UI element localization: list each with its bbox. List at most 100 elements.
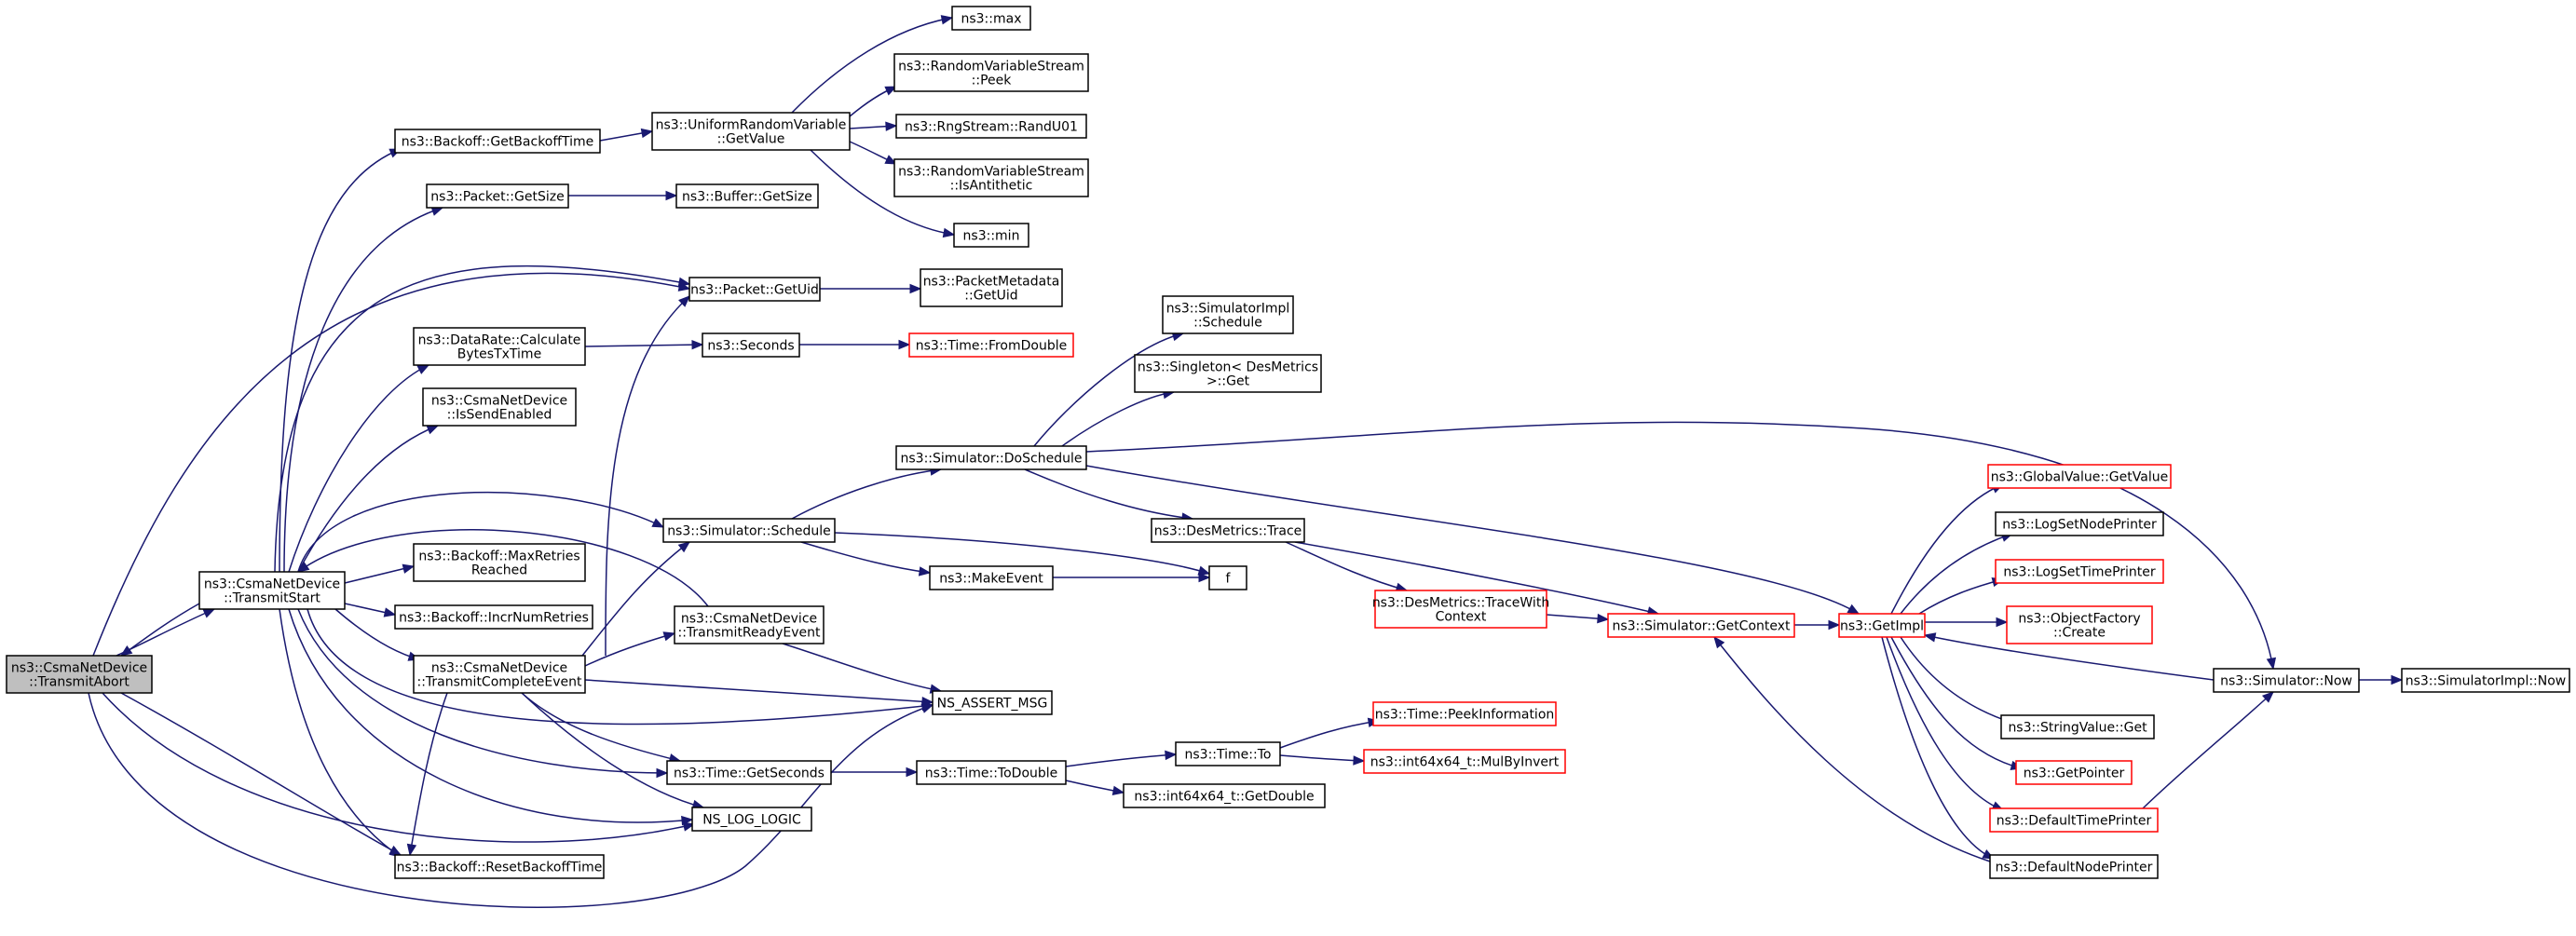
node-label: ns3::Time::PeekInformation bbox=[1375, 708, 1555, 723]
node-transmit-complete[interactable]: ns3::CsmaNetDevice::TransmitCompleteEven… bbox=[413, 655, 586, 694]
node-simimpl-now[interactable]: ns3::SimulatorImpl::Now bbox=[2401, 668, 2570, 693]
edge-transmit_abort-to-reset_backoff bbox=[120, 692, 402, 856]
node-get-pointer[interactable]: ns3::GetPointer bbox=[2015, 760, 2133, 785]
node-time-to-double[interactable]: ns3::Time::ToDouble bbox=[916, 760, 1067, 785]
node-label: ns3::Backoff::IncrNumRetries bbox=[399, 611, 589, 626]
node-make-event[interactable]: ns3::MakeEvent bbox=[929, 565, 1054, 590]
arrowhead bbox=[426, 425, 440, 435]
arrowhead bbox=[1111, 785, 1125, 796]
node-uniform-get-value[interactable]: ns3::UniformRandomVariable::GetValue bbox=[651, 112, 851, 151]
node-time-from-double[interactable]: ns3::Time::FromDouble bbox=[908, 332, 1074, 358]
node-label: ns3::LogSetTimePrinter bbox=[2003, 565, 2156, 580]
edge-line bbox=[92, 272, 690, 657]
node-is-send-enabled[interactable]: ns3::CsmaNetDevice::IsSendEnabled bbox=[422, 387, 577, 427]
node-simimpl-schedule[interactable]: ns3::SimulatorImpl::Schedule bbox=[1162, 295, 1294, 334]
node-f[interactable]: f bbox=[1208, 565, 1247, 590]
edge-transmit_complete-to-ns_assert_msg bbox=[584, 679, 934, 707]
node-label: ns3::int64x64_t::MulByInvert bbox=[1370, 755, 1560, 770]
node-box bbox=[1987, 464, 2172, 489]
node-time-get-seconds[interactable]: ns3::Time::GetSeconds bbox=[666, 760, 832, 785]
node-label: ns3::CsmaNetDevice bbox=[681, 612, 817, 627]
node-rand-u01[interactable]: ns3::RngStream::RandU01 bbox=[895, 114, 1087, 139]
node-ns3-seconds[interactable]: ns3::Seconds bbox=[702, 332, 800, 358]
node-label: ns3::min bbox=[963, 229, 1020, 244]
node-time-peek-info[interactable]: ns3::Time::PeekInformation bbox=[1372, 701, 1557, 726]
node-sim-get-context[interactable]: ns3::Simulator::GetContext bbox=[1607, 613, 1795, 638]
edge-get_impl-to-default_time_printer bbox=[1886, 636, 2005, 811]
edge-line bbox=[1881, 636, 1995, 860]
node-label: ns3::ObjectFactory bbox=[2018, 612, 2140, 627]
node-default-node-printer[interactable]: ns3::DefaultNodePrinter bbox=[1989, 854, 2159, 879]
node-box bbox=[674, 605, 825, 644]
node-int64-get-double[interactable]: ns3::int64x64_t::GetDouble bbox=[1123, 783, 1326, 808]
node-label: ns3::GetImpl bbox=[1840, 619, 1924, 634]
node-time-to[interactable]: ns3::Time::To bbox=[1175, 741, 1281, 766]
node-objectfactory-create[interactable]: ns3::ObjectFactory::Create bbox=[2006, 605, 2153, 644]
node-ns-assert-msg[interactable]: NS_ASSERT_MSG bbox=[932, 690, 1053, 715]
node-buffer-get-size[interactable]: ns3::Buffer::GetSize bbox=[675, 183, 819, 209]
edge-line bbox=[1024, 468, 1193, 520]
node-label: ns3::Backoff::MaxRetries bbox=[418, 549, 579, 564]
edge-transmit_ready-to-transmit_start bbox=[296, 529, 709, 607]
edge-line bbox=[288, 364, 429, 573]
node-sim-now[interactable]: ns3::Simulator::Now bbox=[2213, 668, 2360, 693]
node-incr-num-retries[interactable]: ns3::Backoff::IncrNumRetries bbox=[394, 604, 593, 630]
node-box bbox=[702, 332, 800, 358]
node-ns3-min[interactable]: ns3::min bbox=[953, 223, 1029, 248]
edge-line bbox=[1900, 636, 2013, 724]
node-sim-do-schedule[interactable]: ns3::Simulator::DoSchedule bbox=[895, 445, 1087, 470]
arrowhead bbox=[1353, 755, 1366, 766]
node-box bbox=[953, 223, 1029, 248]
node-globalvalue-get-value[interactable]: ns3::GlobalValue::GetValue bbox=[1987, 464, 2172, 489]
edge-line bbox=[1065, 753, 1177, 767]
node-transmit-ready[interactable]: ns3::CsmaNetDevice::TransmitReadyEvent bbox=[674, 605, 825, 644]
node-log-set-node-printer[interactable]: ns3::LogSetNodePrinter bbox=[1995, 511, 2164, 536]
node-stringvalue-get[interactable]: ns3::StringValue::Get bbox=[2000, 714, 2155, 739]
node-label: ns3::DefaultNodePrinter bbox=[1996, 861, 2153, 875]
node-box bbox=[1372, 701, 1557, 726]
node-packet-get-size[interactable]: ns3::Packet::GetSize bbox=[426, 183, 569, 209]
node-singleton-get[interactable]: ns3::Singleton< DesMetrics >::Get bbox=[1134, 354, 1322, 393]
node-ns3-max[interactable]: ns3::max bbox=[951, 6, 1031, 31]
edge-line bbox=[1279, 754, 1365, 762]
arrowhead bbox=[656, 767, 669, 779]
node-transmit-abort[interactable]: ns3::CsmaNetDevice::TransmitAbort bbox=[6, 655, 153, 694]
edge-ns3_seconds-to-time_from_double bbox=[799, 339, 911, 350]
node-label: ns3::Backoff::GetBackoffTime bbox=[402, 135, 594, 150]
node-mul-by-invert[interactable]: ns3::int64x64_t::MulByInvert bbox=[1363, 749, 1566, 774]
node-rvs-is-antithetic[interactable]: ns3::RandomVariableStream::IsAntithetic bbox=[893, 158, 1089, 197]
node-log-set-time-printer[interactable]: ns3::LogSetTimePrinter bbox=[1995, 559, 2164, 584]
arrowhead bbox=[416, 364, 430, 374]
node-sim-schedule[interactable]: ns3::Simulator::Schedule bbox=[662, 518, 836, 543]
edge-line bbox=[283, 207, 443, 573]
node-label: ns3::Buffer::GetSize bbox=[682, 190, 812, 205]
edge-line bbox=[1890, 636, 2023, 769]
node-label: ::TransmitCompleteEvent bbox=[416, 675, 582, 690]
node-box bbox=[413, 327, 586, 366]
edge-line bbox=[279, 148, 402, 573]
edge-desmetrics_trace-to-desmetrics_trace_ctx bbox=[1285, 541, 1409, 592]
node-packet-get-uid[interactable]: ns3::Packet::GetUid bbox=[688, 277, 821, 302]
node-desmetrics-trace[interactable]: ns3::DesMetrics::Trace bbox=[1151, 518, 1305, 543]
arrowhead bbox=[942, 227, 956, 238]
arrowhead bbox=[1923, 632, 1937, 643]
node-rvs-peek[interactable]: ns3::RandomVariableStream::Peek bbox=[893, 53, 1089, 92]
node-get-backoff-time[interactable]: ns3::Backoff::GetBackoffTime bbox=[394, 129, 601, 154]
node-reset-backoff[interactable]: ns3::Backoff::ResetBackoffTime bbox=[394, 854, 605, 879]
node-box bbox=[2000, 714, 2155, 739]
node-transmit-start[interactable]: ns3::CsmaNetDevice::TransmitStart bbox=[198, 571, 346, 610]
edge-line bbox=[297, 425, 439, 573]
edge-get_backoff_time-to-uniform_get_value bbox=[599, 128, 654, 142]
edge-line bbox=[1085, 421, 2274, 670]
node-ns-log-logic[interactable]: NS_LOG_LOGIC bbox=[691, 807, 812, 832]
edge-line bbox=[344, 565, 415, 584]
node-default-time-printer[interactable]: ns3::DefaultTimePrinter bbox=[1989, 807, 2159, 833]
node-label: ns3::LogSetNodePrinter bbox=[2002, 518, 2157, 533]
node-metadata-get-uid[interactable]: ns3::PacketMetadata::GetUid bbox=[920, 268, 1063, 307]
node-label: ns3::Time::To bbox=[1185, 748, 1272, 763]
node-label: ns3::GetPointer bbox=[2024, 766, 2125, 781]
node-get-impl[interactable]: ns3::GetImpl bbox=[1838, 613, 1926, 638]
